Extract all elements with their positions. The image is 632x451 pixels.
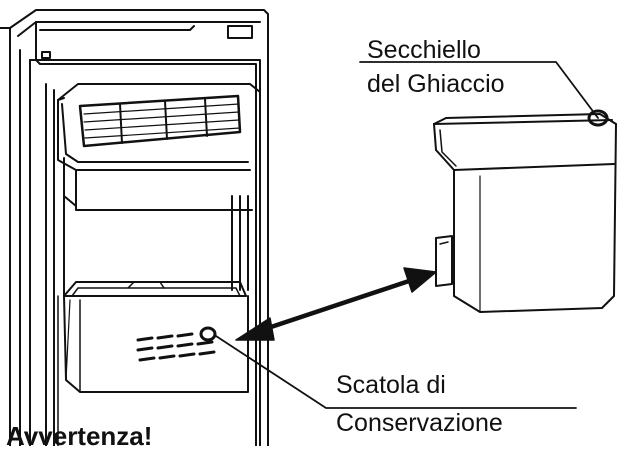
ice-bucket-label-line1: Secchiello [367,36,481,64]
leader-lines [215,61,599,409]
double-arrow [235,267,437,341]
warning-heading: Avvertenza! [6,421,153,451]
storage-box-label-line1: Scatola di [336,371,446,399]
inner-rails [45,83,249,447]
dispenser-housing [57,83,261,211]
door-frame [0,9,269,447]
ice-bucket [433,109,617,313]
storage-box [63,281,249,393]
storage-box-label-line2: Conservazione [336,409,503,437]
ice-bucket-label-line2: del Ghiaccio [367,70,505,98]
